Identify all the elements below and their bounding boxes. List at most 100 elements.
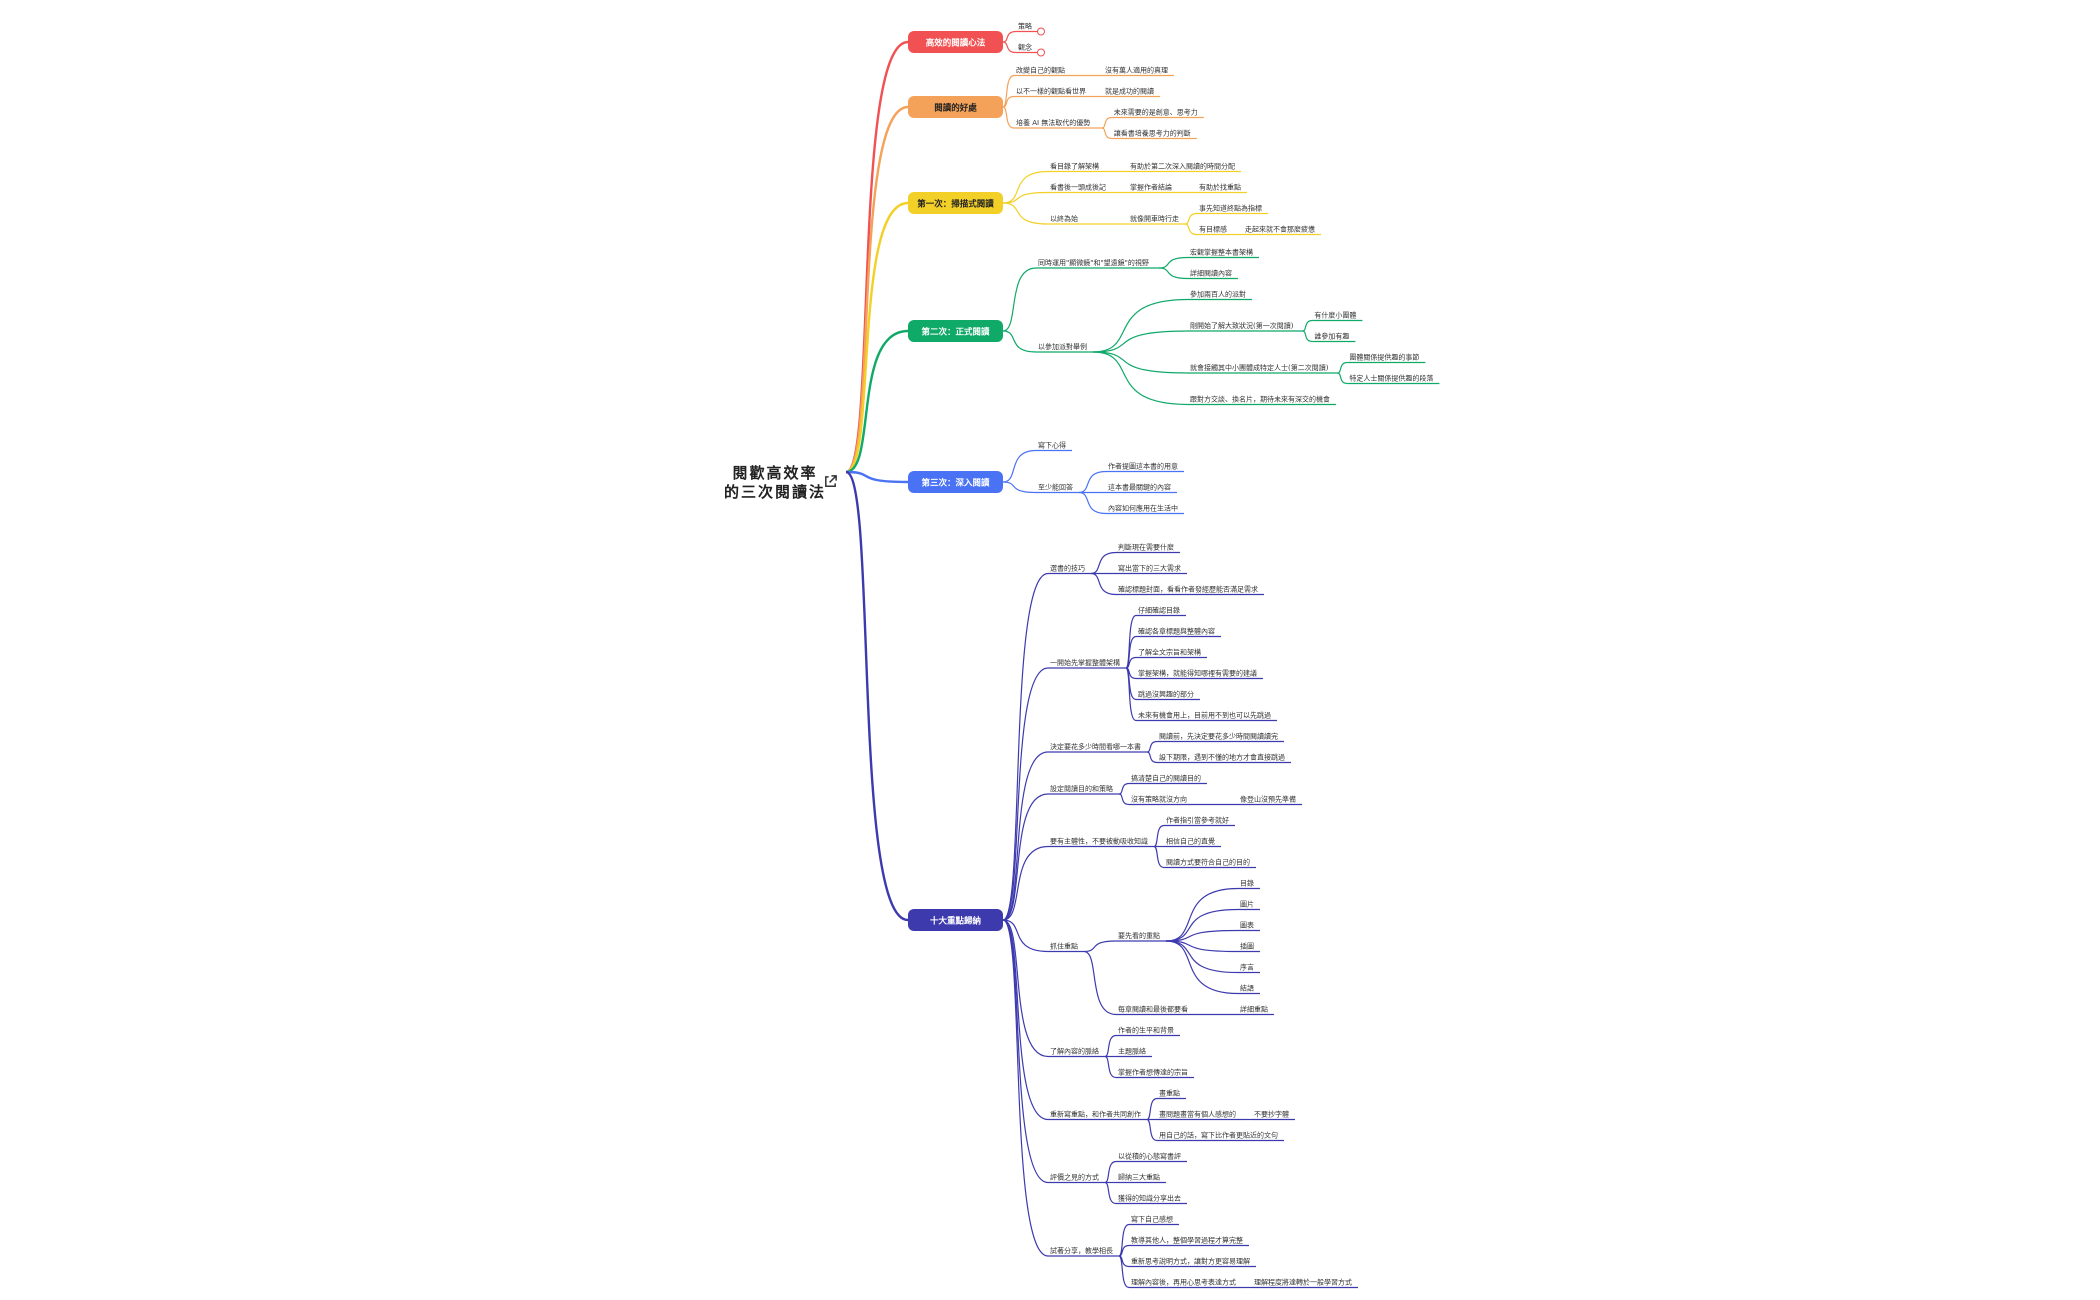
topic-label: 判斷現在需要什麼 bbox=[1118, 543, 1174, 552]
topic-label: 就是成功的閱讀 bbox=[1105, 87, 1154, 96]
connector-line bbox=[1104, 1181, 1117, 1205]
connector-line bbox=[1002, 572, 1049, 921]
connector-line bbox=[1165, 940, 1239, 995]
topic-label: 內容如何應用在生活中 bbox=[1108, 504, 1178, 513]
external-link-icon[interactable] bbox=[823, 474, 838, 489]
connector-line bbox=[1104, 1160, 1117, 1184]
connector-line bbox=[1002, 449, 1037, 483]
topic-label: 同時運用"顯微鏡"和"望遠鏡"的視野 bbox=[1038, 258, 1149, 267]
connector-line bbox=[1002, 74, 1015, 108]
connector-line bbox=[1002, 919, 1049, 1121]
branch-topic-y[interactable] bbox=[908, 192, 1003, 214]
topic-label: 有目標感 bbox=[1199, 225, 1227, 234]
topic-label: 有助於第二次深入閱讀的時間分配 bbox=[1130, 162, 1235, 171]
topic-label: 這本書最關鍵的內容 bbox=[1108, 483, 1171, 492]
connector-line bbox=[1146, 751, 1158, 764]
connector-line bbox=[1002, 330, 1037, 353]
topic-label: 選書的技巧 bbox=[1050, 564, 1085, 573]
topic-label: 至少能回答 bbox=[1038, 483, 1073, 492]
branch-topic-o[interactable] bbox=[908, 96, 1003, 118]
branch-connector bbox=[845, 105, 909, 474]
connector-line bbox=[1165, 929, 1239, 942]
topic-label: 團體關係提供趣的事節 bbox=[1349, 353, 1419, 362]
connector-line bbox=[1092, 351, 1189, 406]
topic-label: 歸納三大重點 bbox=[1118, 1173, 1160, 1182]
topic-label: 插圖 bbox=[1240, 942, 1254, 951]
connector-line bbox=[1302, 330, 1313, 343]
branch-connector bbox=[845, 470, 909, 922]
root-title-line1: 閱歡高效率 bbox=[732, 464, 818, 482]
connector-line bbox=[1002, 106, 1015, 129]
connector-line bbox=[1002, 267, 1037, 332]
connector-line bbox=[1337, 361, 1348, 374]
connector-line bbox=[1002, 191, 1049, 204]
topic-label: 看書後一頭成後記 bbox=[1050, 183, 1106, 192]
topic-label: 詳細重點 bbox=[1240, 1005, 1268, 1014]
connector-line bbox=[1302, 319, 1313, 332]
branch-label: 十大重點歸納 bbox=[930, 916, 981, 927]
topic-label: 了解全文宗旨和架構 bbox=[1138, 648, 1201, 657]
connector-line bbox=[1002, 202, 1049, 225]
connector-line bbox=[1002, 170, 1049, 204]
topic-label: 誰參加有趣 bbox=[1314, 332, 1349, 341]
branch-topic-r[interactable] bbox=[908, 31, 1003, 53]
topic-label: 要有主體性，不要被動吸收知識 bbox=[1050, 837, 1148, 846]
connector-line bbox=[1002, 845, 1049, 921]
topic-label: 教導其他人，整個學習過程才算完整 bbox=[1131, 1236, 1243, 1245]
branch-label: 閱讀的好處 bbox=[934, 103, 977, 114]
topic-label: 確認各章標題與整體內容 bbox=[1138, 627, 1215, 636]
topic-label: 培養 AI 無法取代的優勢 bbox=[1016, 118, 1090, 127]
topic-label: 重新寫重點，和作者共同創作 bbox=[1050, 1110, 1141, 1119]
topic-label: 設定閱讀目的和策略 bbox=[1050, 784, 1113, 793]
root-title-line2: 的三次閱讀法 bbox=[723, 483, 826, 501]
connector-line bbox=[1165, 887, 1239, 942]
connector-line bbox=[1101, 127, 1112, 140]
connector-line bbox=[1002, 481, 1037, 494]
topic-label: 參加兩百人的派對 bbox=[1190, 290, 1246, 299]
connector-line bbox=[1146, 740, 1158, 753]
connector-line bbox=[1165, 940, 1239, 953]
topic-label: 閱讀方式要符合自己的目的 bbox=[1166, 858, 1250, 867]
topic-label: 設下期限，遇到不懂的地方才會直接跳過 bbox=[1159, 753, 1285, 762]
connector-line bbox=[1090, 551, 1117, 575]
branch-label: 第三次：深入閱讀 bbox=[921, 478, 990, 489]
topic-label: 了解內容的脈絡 bbox=[1050, 1047, 1099, 1056]
collapse-marker-icon[interactable] bbox=[1037, 27, 1045, 36]
branch-connector bbox=[845, 329, 909, 474]
branch-topic-i[interactable] bbox=[908, 909, 1003, 931]
collapse-marker-icon[interactable] bbox=[1037, 48, 1045, 57]
topic-label: 閱讀前，先決定要花多少時間閱讀讀完 bbox=[1159, 732, 1278, 741]
topic-label: 策略 bbox=[1018, 22, 1032, 31]
topic-label: 作者指引當參考就好 bbox=[1166, 816, 1229, 825]
topic-label: 跳過沒興趣的部分 bbox=[1138, 690, 1194, 699]
connector-line bbox=[1083, 940, 1117, 953]
connector-line bbox=[1101, 116, 1112, 129]
topic-label: 要先看的重點 bbox=[1118, 931, 1160, 940]
branch-label: 第一次：掃描式閱讀 bbox=[917, 199, 994, 210]
connector-line bbox=[1158, 267, 1189, 280]
connector-line bbox=[1146, 1118, 1158, 1142]
branch-connector bbox=[845, 470, 909, 484]
branch-topic-b[interactable] bbox=[908, 471, 1003, 493]
topic-label: 改變自己的觀點 bbox=[1016, 66, 1065, 75]
connector-line bbox=[1118, 1255, 1130, 1289]
topic-label: 獲得的知識分享出去 bbox=[1118, 1194, 1181, 1203]
topic-label: 走起來就不會那麼疲憊 bbox=[1245, 225, 1315, 234]
topic-label: 目錄 bbox=[1240, 879, 1254, 888]
connector-line bbox=[1184, 212, 1198, 225]
connector-line bbox=[1158, 256, 1189, 269]
connector-line bbox=[1092, 351, 1189, 374]
branch-connector bbox=[845, 201, 909, 474]
root-topic[interactable]: 閱歡高效率 的三次閱讀法 bbox=[700, 464, 850, 502]
topic-label: 未來需要的是創意、思考力 bbox=[1114, 108, 1198, 117]
topic-label: 跟對方交談、換名片，期待未來有深交的機會 bbox=[1190, 395, 1330, 404]
branch-topic-g[interactable] bbox=[908, 320, 1003, 342]
topic-label: 沒有策略就沒方向 bbox=[1131, 795, 1187, 804]
connector-line bbox=[1146, 1097, 1158, 1121]
connector-line bbox=[1092, 298, 1189, 353]
connector-line bbox=[1002, 919, 1049, 1257]
topic-label: 讓看書培養思考力的判斷 bbox=[1114, 129, 1191, 138]
topic-label: 以從積的心態寫書評 bbox=[1118, 1152, 1181, 1161]
topic-label: 沒有萬人適用的真理 bbox=[1105, 66, 1168, 75]
topic-label: 決定要花多少時間看哪一本書 bbox=[1050, 742, 1141, 751]
